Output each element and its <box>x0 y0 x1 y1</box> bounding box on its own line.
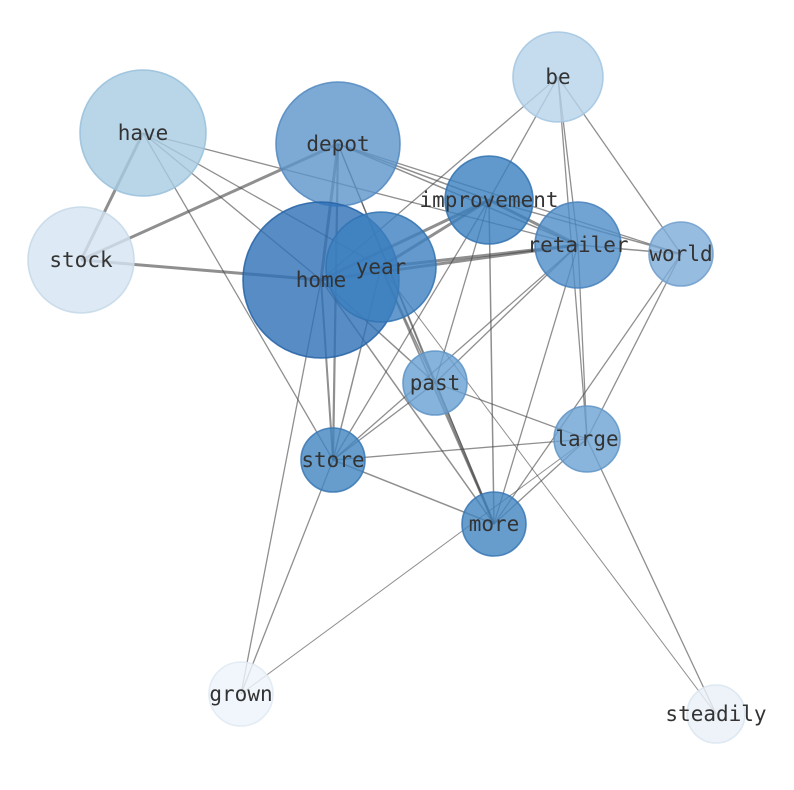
label-home: home <box>296 268 347 292</box>
edge-retailer-more <box>493 244 579 525</box>
label-steadily: steadily <box>665 702 766 726</box>
edge-store-large <box>332 438 588 461</box>
node-improvement <box>444 155 534 245</box>
node-large <box>553 405 621 473</box>
labels-layer: have stock depot be improvement retailer world… <box>49 65 766 726</box>
label-grown: grown <box>209 682 272 706</box>
label-retailer: retailer <box>527 233 628 257</box>
node-retailer <box>534 201 622 289</box>
node-be <box>512 31 604 123</box>
edge-large-grown <box>240 438 588 695</box>
label-depot: depot <box>306 132 369 156</box>
node-have <box>79 69 207 197</box>
node-world <box>648 221 714 287</box>
edge-store-grown <box>240 459 334 695</box>
label-year: year <box>356 255 407 279</box>
node-store <box>300 427 366 493</box>
nodes-layer <box>27 31 746 744</box>
node-more <box>461 491 527 557</box>
node-grown <box>208 661 274 727</box>
label-large: large <box>555 427 618 451</box>
edge-large-steadily <box>586 438 717 715</box>
label-have: have <box>118 121 169 145</box>
edge-year-steadily <box>380 266 717 715</box>
label-more: more <box>469 512 520 536</box>
edge-retailer-store <box>332 244 579 461</box>
label-improvement: improvement <box>419 188 558 212</box>
edge-world-large <box>586 253 682 440</box>
edge-world-more <box>493 253 682 525</box>
label-be: be <box>545 65 570 89</box>
node-steadily <box>686 684 746 744</box>
node-past <box>402 350 468 416</box>
node-stock <box>27 206 135 314</box>
label-world: world <box>649 242 712 266</box>
node-year <box>325 211 437 323</box>
edge-improvement-more <box>488 199 495 525</box>
label-store: store <box>301 448 364 472</box>
label-past: past <box>410 371 461 395</box>
label-stock: stock <box>49 248 113 272</box>
